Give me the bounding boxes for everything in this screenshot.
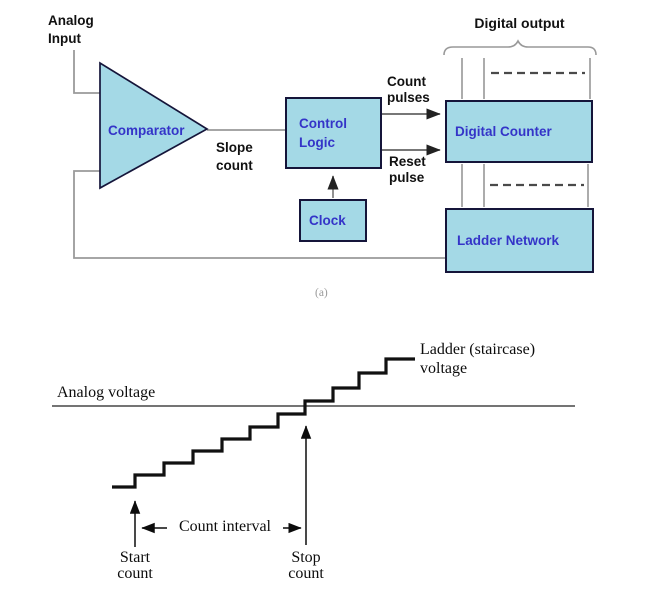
digital-counter-label: Digital Counter xyxy=(455,124,552,139)
feedback-wire xyxy=(73,170,445,259)
analog-input-wire xyxy=(73,50,100,94)
count-pulses-label: Count pulses xyxy=(387,74,430,105)
digital-output-brace xyxy=(443,39,597,56)
clock-box: Clock xyxy=(299,199,367,242)
stop-count-label: Stop count xyxy=(288,549,324,582)
ladder-network-box: Ladder Network xyxy=(445,208,594,273)
analog-voltage-label: Analog voltage xyxy=(57,384,156,401)
count-interval-label: Count interval xyxy=(167,518,283,535)
reset-pulse-label: Reset pulse xyxy=(389,154,426,185)
ladder-voltage-label: Ladder (staircase) voltage xyxy=(420,341,536,377)
control-logic-label: Control Logic xyxy=(299,116,347,150)
slope-count-label: Slope count xyxy=(216,140,253,173)
control-logic-box: Control Logic xyxy=(285,97,382,169)
comparator-label: Comparator xyxy=(108,123,185,138)
figure-caption-a: (a) xyxy=(315,287,328,299)
staircase-waveform xyxy=(112,357,415,489)
ladder-network-label: Ladder Network xyxy=(457,233,560,248)
digital-output-label: Digital output xyxy=(474,15,565,31)
digital-counter-box: Digital Counter xyxy=(445,100,593,163)
analog-input-label: Analog Input xyxy=(48,13,94,46)
start-count-label: Start count xyxy=(117,549,153,582)
comparator-triangle xyxy=(99,61,209,190)
clock-label: Clock xyxy=(309,213,346,228)
